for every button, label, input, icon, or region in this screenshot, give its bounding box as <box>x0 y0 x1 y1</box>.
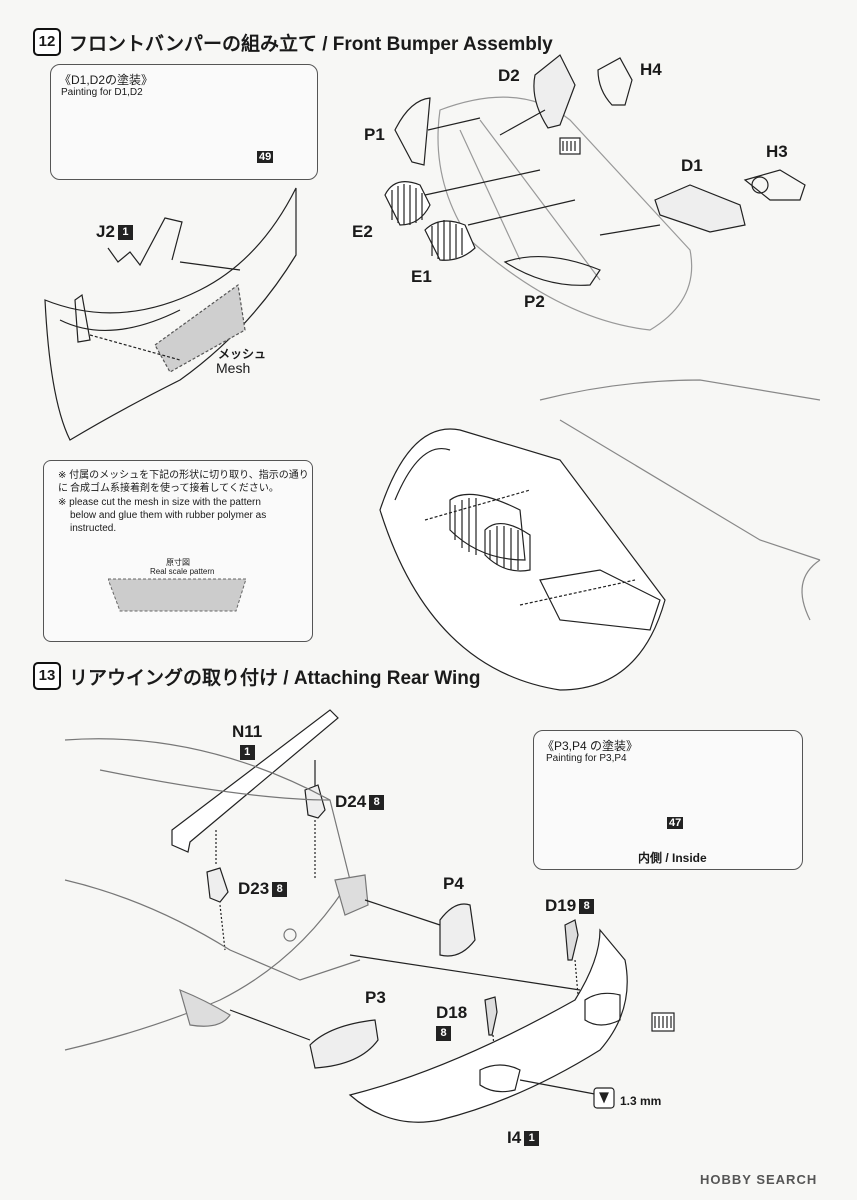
note-jp-text1: 付属のメッシュを下記の形状に切り取り、指示の通りに <box>58 470 309 494</box>
part-e1: E1 <box>411 267 432 286</box>
p2-part <box>503 255 601 286</box>
pattern-label-en: Real scale pattern <box>150 567 215 576</box>
step13-header: 13 リアウイングの取り付け / Attaching Rear Wing <box>33 662 481 690</box>
d1-d2-painting-title: 《D1,D2の塗装》 <box>59 73 154 87</box>
part-d2: D2 <box>498 66 520 85</box>
d1-part <box>654 184 746 233</box>
note-en-line3: instructed. <box>70 523 117 534</box>
part-d1: D1 <box>681 156 703 175</box>
p3-p4-painting-subtitle: Painting for P3,P4 <box>546 753 627 764</box>
color-code-49: 49 <box>257 151 274 163</box>
color-code-47: 47 <box>667 817 684 829</box>
note-en-line1: ※ please cut the mesh in size with the p… <box>58 497 261 508</box>
i4-count: 1 <box>524 1131 540 1147</box>
d24-part <box>304 784 326 819</box>
pattern-label-jp: 原寸図 <box>166 558 190 567</box>
part-d19: D19 <box>545 896 577 915</box>
mesh-instruction-box: ※ 付属のメッシュを下記の形状に切り取り、指示の通りに 合成ゴム系接着剤を使って… <box>43 460 313 642</box>
d23-part <box>206 867 229 903</box>
part-p4: P4 <box>443 874 464 893</box>
part-h4: H4 <box>640 60 662 79</box>
note-jp-line2: 合成ゴム系接着剤を使って接着してください。 <box>70 483 279 494</box>
j2-count: 1 <box>117 225 133 241</box>
rear-car-body <box>64 738 369 1051</box>
note-jp-line1: ※ 付属のメッシュを下記の形状に切り取り、指示の通りに <box>58 470 309 494</box>
d2-part <box>533 54 576 129</box>
inside-label: 内側 / Inside <box>638 851 707 865</box>
label-n11: N11 1 <box>232 722 262 762</box>
p1-part <box>394 97 431 166</box>
mesh-label-jp: メッシュ <box>218 347 267 361</box>
step13-number: 13 <box>33 662 61 690</box>
part-i4: I4 <box>507 1128 522 1147</box>
part-d24: D24 <box>335 792 367 811</box>
d1-d2-painting-subtitle: Painting for D1,D2 <box>61 87 143 98</box>
p3-p4-painting-box: 《P3,P4 の塗装》 Painting for P3,P4 47 内側 / I… <box>533 730 803 870</box>
i4-rear-bumper <box>348 928 628 1123</box>
drill-size-label: 1.3 mm <box>620 1094 662 1108</box>
part-n11: N11 <box>232 722 263 741</box>
part-p3: P3 <box>365 988 386 1007</box>
label-d18: D18 8 <box>436 1003 467 1043</box>
mesh-piece <box>154 283 246 373</box>
e1-grille <box>424 220 476 261</box>
note-en-line2: below and glue them with rubber polymer … <box>70 510 267 521</box>
hobby-search-watermark: HOBBY SEARCH <box>700 1172 818 1187</box>
step12-title: フロントバンパーの組み立て / Front Bumper Assembly <box>69 33 553 55</box>
e2-grille <box>384 181 431 226</box>
d23-count: 8 <box>272 882 288 898</box>
d19-screw <box>564 919 579 961</box>
real-scale-mesh-pattern <box>108 578 247 612</box>
part-p2: P2 <box>524 292 545 311</box>
step12-number: 12 <box>33 28 61 56</box>
part-d18: D18 <box>436 1003 468 1022</box>
front-bumper-outline <box>437 96 693 331</box>
part-p1: P1 <box>364 125 385 144</box>
assembled-front-bumper <box>379 379 821 691</box>
part-e2: E2 <box>352 222 373 241</box>
d18-count: 8 <box>436 1026 451 1042</box>
d24-count: 8 <box>369 795 385 811</box>
d19-count: 8 <box>579 899 595 915</box>
step12-header: 12 フロントバンパーの組み立て / Front Bumper Assembly <box>33 28 553 56</box>
p3-part <box>309 1019 379 1069</box>
d18-screw <box>484 996 498 1036</box>
p4-part <box>439 903 476 957</box>
d1-d2-painting-box: 《D1,D2の塗装》 Painting for D1,D2 49 <box>50 64 318 180</box>
part-j2: J2 <box>96 222 115 241</box>
p3-p4-painting-title: 《P3,P4 の塗装》 <box>542 739 639 753</box>
part-h3: H3 <box>766 142 788 161</box>
part-d23: D23 <box>238 879 270 898</box>
h4-part <box>597 57 633 106</box>
h3-part <box>743 169 806 201</box>
mesh-label-en: Mesh <box>216 360 251 376</box>
n11-count: 1 <box>239 745 255 761</box>
note-en-text1: please cut the mesh in size with the pat… <box>69 497 261 508</box>
n11-wing <box>171 709 339 853</box>
step13-title: リアウイングの取り付け / Attaching Rear Wing <box>69 667 481 689</box>
j2-bumper-part <box>44 187 297 441</box>
